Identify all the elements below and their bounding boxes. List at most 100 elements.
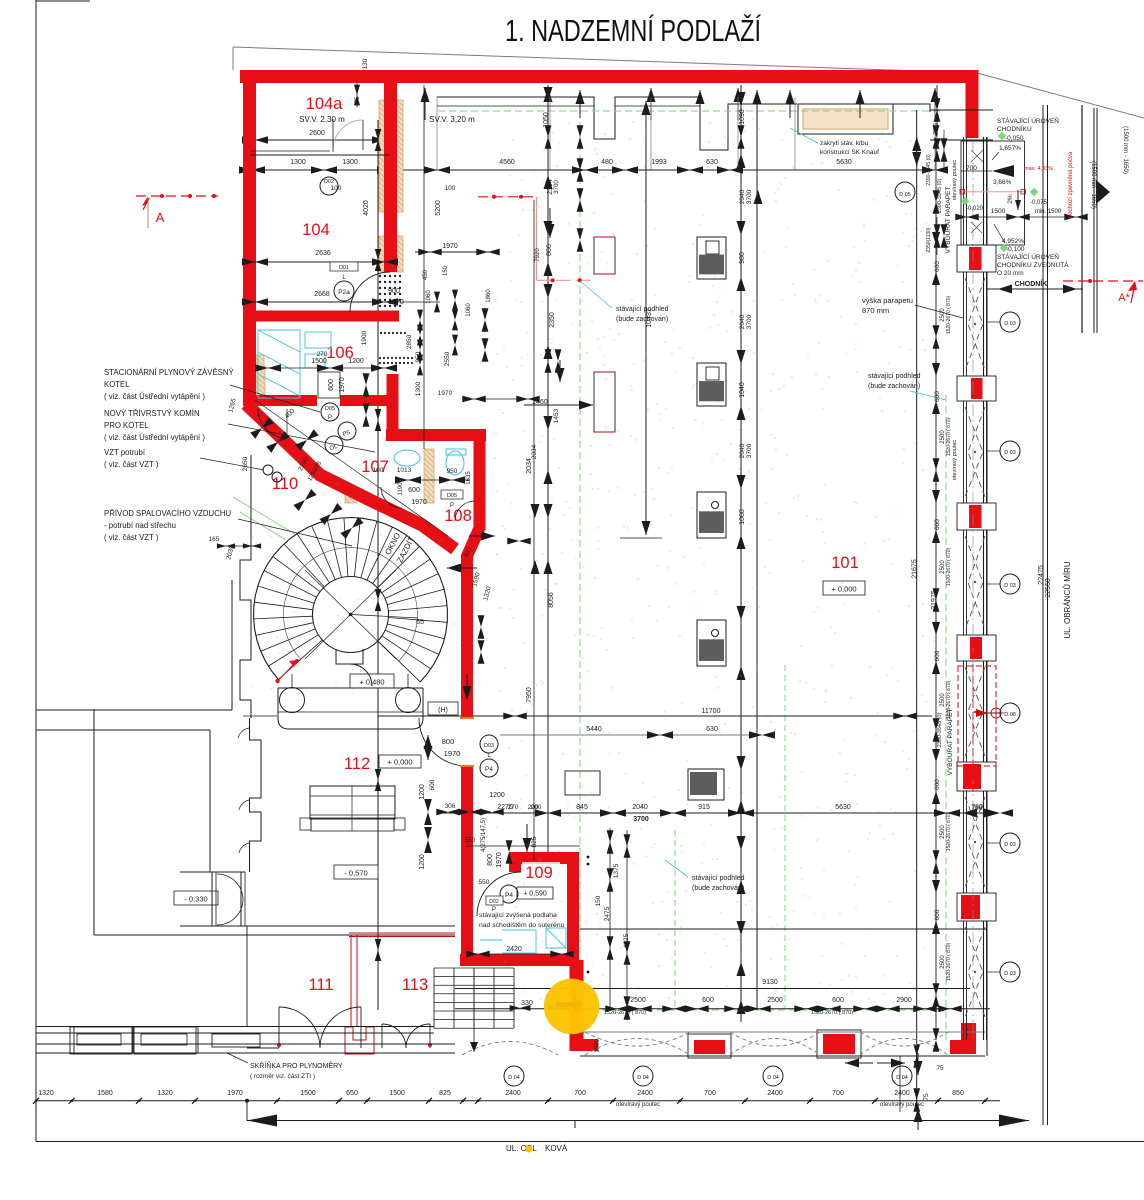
svg-text:113: 113 xyxy=(402,976,428,994)
svg-text:SV.V. 2,30 m: SV.V. 2,30 m xyxy=(299,115,345,124)
svg-text:CHODNÍKU ZVEDNUTÁ: CHODNÍKU ZVEDNUTÁ xyxy=(997,260,1069,269)
svg-text:- 0,570: - 0,570 xyxy=(344,869,367,878)
svg-text:STÁVAJÍCÍ ÚROVEŇ: STÁVAJÍCÍ ÚROVEŇ xyxy=(997,252,1059,261)
svg-text:1090: 1090 xyxy=(739,109,746,125)
svg-text:200: 200 xyxy=(528,804,539,811)
svg-text:1900: 1900 xyxy=(361,330,368,345)
svg-text:-0,075: -0,075 xyxy=(1030,200,1048,206)
svg-text:- potrubí nad střechu: - potrubí nad střechu xyxy=(104,521,176,530)
svg-text:2636: 2636 xyxy=(315,250,331,257)
svg-text:P4: P4 xyxy=(485,766,493,773)
svg-text:D05: D05 xyxy=(325,406,335,412)
svg-text:výška parapetu: výška parapetu xyxy=(862,296,913,305)
svg-text:550: 550 xyxy=(479,879,490,886)
svg-text:75: 75 xyxy=(923,1093,930,1101)
svg-text:65: 65 xyxy=(416,619,424,626)
svg-text:( viz. část VZT ): ( viz. část VZT ) xyxy=(104,460,159,469)
svg-text:otevíravý poutec: otevíravý poutec xyxy=(616,1102,660,1108)
svg-text:PRO KOTEL: PRO KOTEL xyxy=(104,421,149,430)
svg-text:2900: 2900 xyxy=(896,997,912,1004)
svg-text:21975: 21975 xyxy=(931,590,938,610)
svg-text:2%: 2% xyxy=(1007,194,1014,204)
svg-text:1970: 1970 xyxy=(496,852,503,868)
svg-text:550: 550 xyxy=(465,837,476,844)
svg-text:min. 1500: min. 1500 xyxy=(1035,209,1062,215)
svg-text:3700: 3700 xyxy=(746,189,753,204)
svg-text:800: 800 xyxy=(442,737,455,746)
svg-text:1520-2670 ( 870): 1520-2670 ( 870) xyxy=(946,680,952,719)
svg-text:konstrukcí SK Knauf: konstrukcí SK Knauf xyxy=(820,149,879,156)
svg-text:pochozí zpevněná počva: pochozí zpevněná počva xyxy=(1068,151,1074,218)
svg-text:D 03: D 03 xyxy=(1004,583,1016,589)
svg-text:1993: 1993 xyxy=(651,159,667,166)
svg-text:1200: 1200 xyxy=(419,784,426,800)
svg-text:825: 825 xyxy=(531,836,538,847)
svg-text:2040: 2040 xyxy=(739,443,746,458)
svg-text:630: 630 xyxy=(706,159,718,166)
svg-text:2650: 2650 xyxy=(242,456,249,471)
svg-text:101: 101 xyxy=(831,554,859,572)
svg-text:- 0,330: - 0,330 xyxy=(184,895,207,904)
svg-text:A: A xyxy=(156,210,165,225)
svg-text:3700: 3700 xyxy=(746,443,753,458)
svg-text:5440: 5440 xyxy=(586,726,602,733)
svg-text:stávající podhled: stávající podhled xyxy=(616,306,669,313)
svg-text:2400: 2400 xyxy=(894,1090,910,1097)
svg-text:200: 200 xyxy=(531,804,542,811)
svg-text:1013: 1013 xyxy=(397,467,412,474)
svg-text:2390-3545 (0): 2390-3545 (0) xyxy=(937,713,943,748)
svg-text:1970: 1970 xyxy=(444,749,461,758)
svg-text:700: 700 xyxy=(704,1090,716,1097)
svg-text:CHODNÍK: CHODNÍK xyxy=(1015,279,1048,288)
svg-text:950: 950 xyxy=(447,468,458,475)
svg-text:1500: 1500 xyxy=(991,208,1006,215)
svg-text:1,657%: 1,657% xyxy=(999,145,1021,152)
svg-text:1500: 1500 xyxy=(595,1039,601,1053)
svg-text:847: 847 xyxy=(463,545,475,558)
svg-text:UL. OBRÁNCŮ MÍRU: UL. OBRÁNCŮ MÍRU xyxy=(1063,561,1072,639)
svg-text:825: 825 xyxy=(439,1090,451,1097)
svg-text:106: 106 xyxy=(326,344,354,362)
svg-text:KOTEL: KOTEL xyxy=(104,380,130,389)
svg-text:1200: 1200 xyxy=(348,358,364,365)
svg-text:107: 107 xyxy=(361,458,389,476)
svg-text:2668: 2668 xyxy=(314,291,330,298)
svg-text:nad schodištěm do suterénu: nad schodištěm do suterénu xyxy=(479,922,565,929)
svg-text:600: 600 xyxy=(702,997,714,1004)
svg-text:-0,050: -0,050 xyxy=(1005,135,1024,142)
svg-text:L: L xyxy=(342,275,346,281)
svg-text:PŘÍVOD SPALOVACÍHO VZDUCHU: PŘÍVOD SPALOVACÍHO VZDUCHU xyxy=(104,509,231,518)
svg-text:stávající zvýšená podlaha: stávající zvýšená podlaha xyxy=(479,912,557,919)
svg-text:(bude zachován): (bude zachován) xyxy=(692,885,744,892)
svg-text:100: 100 xyxy=(445,185,456,192)
svg-text:1635: 1635 xyxy=(466,471,472,485)
svg-text:600: 600 xyxy=(832,997,844,1004)
svg-text:1860: 1860 xyxy=(486,289,492,303)
svg-text:-0,100: -0,100 xyxy=(1006,246,1025,253)
svg-text:700: 700 xyxy=(832,1090,844,1097)
svg-text:max. 4,33%: max. 4,33% xyxy=(1024,166,1053,172)
svg-text:2500: 2500 xyxy=(630,997,646,1004)
svg-text:109: 109 xyxy=(525,864,553,882)
svg-text:22475: 22475 xyxy=(1038,565,1045,585)
svg-text:1970: 1970 xyxy=(442,243,458,250)
svg-text:2040: 2040 xyxy=(739,189,746,204)
svg-text:10431: 10431 xyxy=(646,308,653,328)
svg-text:700: 700 xyxy=(574,1090,586,1097)
svg-text:845: 845 xyxy=(576,804,588,811)
svg-text:3700: 3700 xyxy=(633,816,649,823)
svg-text:9130: 9130 xyxy=(762,979,778,986)
svg-text:2390-3545 (0): 2390-3545 (0) xyxy=(937,179,943,214)
svg-text:270: 270 xyxy=(508,804,519,811)
svg-text:2400: 2400 xyxy=(767,1090,783,1097)
svg-text:1970: 1970 xyxy=(388,299,404,306)
svg-text:(H): (H) xyxy=(438,707,448,714)
svg-text:D 03: D 03 xyxy=(1004,842,1016,848)
svg-text:600: 600 xyxy=(934,779,941,790)
svg-text:1190: 1190 xyxy=(398,482,404,496)
svg-text:1040: 1040 xyxy=(739,382,746,398)
svg-text:700: 700 xyxy=(966,165,977,172)
svg-text:915: 915 xyxy=(698,804,710,811)
svg-text:108: 108 xyxy=(444,507,472,525)
svg-text:980: 980 xyxy=(739,252,746,264)
